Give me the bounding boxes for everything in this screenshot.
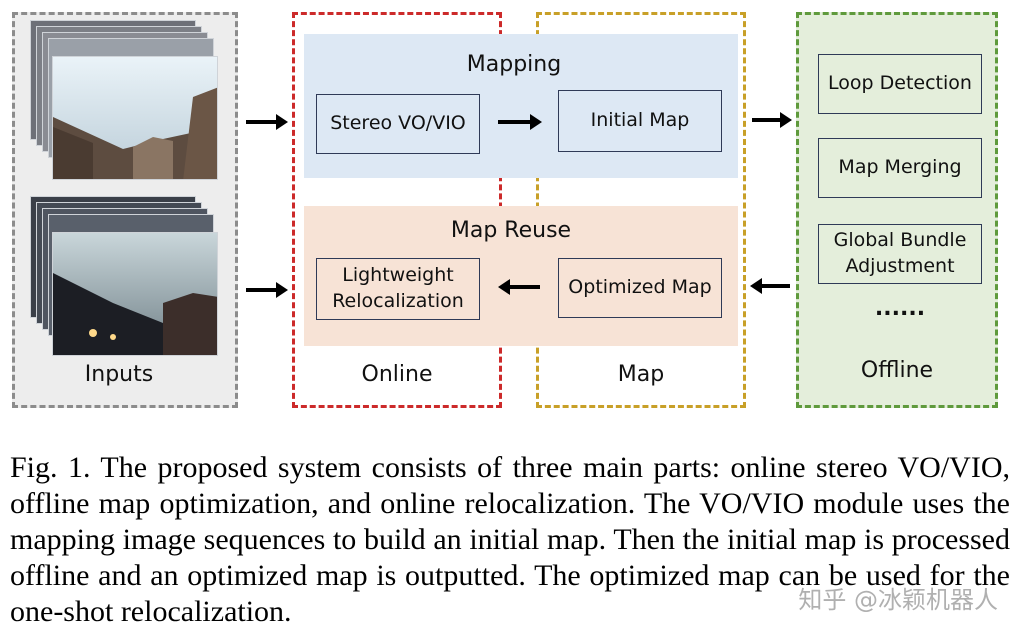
map-reuse-region (304, 206, 738, 346)
arrow-mapping-to-offline (752, 112, 792, 128)
online-label: Online (361, 362, 433, 387)
inputs-label: Inputs (84, 362, 154, 387)
arrow-offline-to-map-reuse (750, 278, 790, 294)
watermark: 知乎 @冰颖机器人 (798, 586, 998, 614)
arrow-vo-to-initial-map (498, 114, 542, 130)
global-bundle-line2: Adjustment (845, 255, 955, 277)
arrow-inputs-to-map-reuse (246, 282, 288, 298)
global-bundle-adjustment-box: Global Bundle Adjustment (818, 224, 982, 284)
lightweight-line1: Lightweight (342, 264, 454, 287)
map-label: Map (617, 362, 665, 387)
input-image-bottom (52, 232, 218, 356)
map-merging-box: Map Merging (818, 138, 982, 198)
input-image-top (52, 56, 218, 180)
initial-map-box: Initial Map (558, 90, 722, 152)
lightweight-line2: Relocalization (332, 290, 464, 312)
offline-panel (796, 12, 998, 408)
stereo-vo-vio-box: Stereo VO/VIO (316, 94, 480, 154)
lightweight-relocalization-box: Lightweight Relocalization (316, 258, 480, 320)
offline-ellipsis: ...... (874, 296, 926, 321)
offline-label: Offline (860, 358, 934, 383)
global-bundle-line1: Global Bundle (833, 229, 967, 252)
arrow-inputs-to-mapping (246, 114, 288, 130)
map-reuse-title: Map Reuse (450, 218, 572, 243)
mapping-title: Mapping (466, 52, 562, 77)
mapping-region (304, 34, 738, 178)
loop-detection-box: Loop Detection (818, 54, 982, 114)
arrow-optimized-to-relocalization (498, 279, 540, 295)
optimized-map-box: Optimized Map (558, 258, 722, 318)
figure-caption: Fig. 1. The proposed system consists of … (10, 451, 1010, 628)
